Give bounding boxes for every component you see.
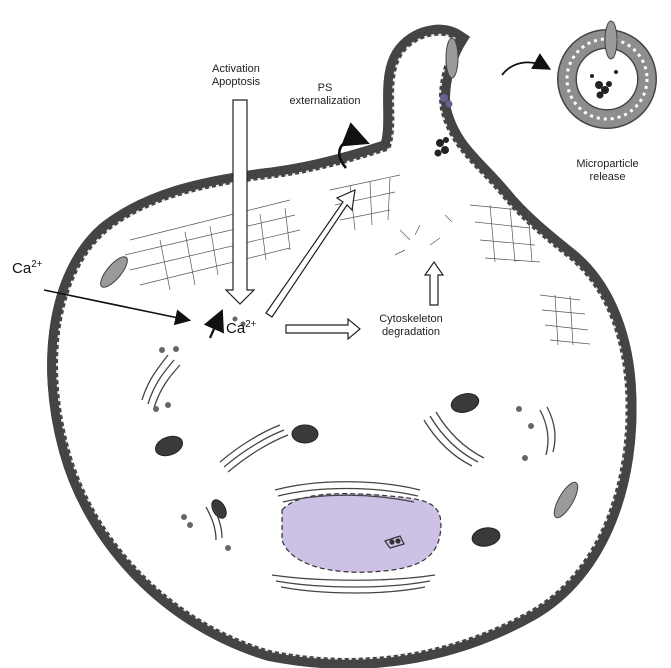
microparticle-label-line1: Microparticle <box>555 158 660 171</box>
cytoskeleton-degradation-label: Cytoskeleton degradation <box>356 313 466 339</box>
nucleus <box>282 494 441 573</box>
microparticle <box>567 21 647 119</box>
microparticle-label-line2: release <box>555 171 660 184</box>
release-arrow <box>502 62 548 75</box>
cytoskeleton-label-line1: Cytoskeleton <box>356 313 466 326</box>
calcium-outside-charge: 2+ <box>31 259 42 270</box>
calcium-inside-charge: 2+ <box>245 319 256 330</box>
ps-label-line2: externalization <box>270 95 380 108</box>
membrane-protein-bleb <box>446 38 458 78</box>
cytoskeleton-label-line2: degradation <box>356 326 466 339</box>
calcium-outside-base: Ca <box>12 260 31 277</box>
calcium-inside-base: Ca <box>226 320 245 337</box>
activation-label-line1: Activation <box>186 63 286 76</box>
calcium-inside-label: Ca2+ <box>226 320 256 337</box>
ps-externalization-label: PS externalization <box>270 82 380 108</box>
microparticle-protein <box>605 21 617 59</box>
microparticle-release-label: Microparticle release <box>555 158 660 184</box>
ps-label-line1: PS <box>270 82 380 95</box>
calcium-outside-label: Ca2+ <box>12 260 42 277</box>
